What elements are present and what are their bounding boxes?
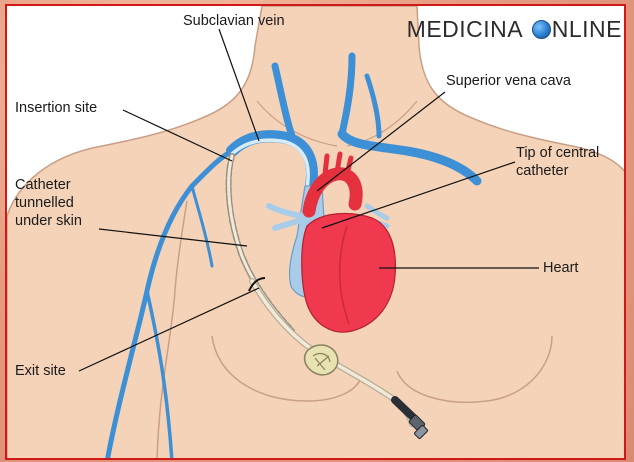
watermark-text-right: NLINE	[552, 16, 622, 42]
label-insertion-site: Insertion site	[15, 99, 97, 117]
diagram-frame: MEDICINA NLINE Subclavian vein Superior …	[5, 4, 626, 460]
label-catheter-tunnelled: Catheter tunnelled under skin	[15, 176, 82, 230]
label-tip-of-central-catheter: Tip of central catheter	[516, 144, 599, 180]
label-subclavian-vein: Subclavian vein	[183, 12, 285, 30]
label-superior-vena-cava: Superior vena cava	[446, 72, 571, 90]
watermark-text-left: MEDICINA	[407, 16, 522, 42]
label-exit-site: Exit site	[15, 362, 66, 380]
label-heart: Heart	[543, 259, 578, 277]
globe-icon	[532, 20, 551, 39]
watermark-logo: MEDICINA NLINE	[407, 16, 622, 43]
